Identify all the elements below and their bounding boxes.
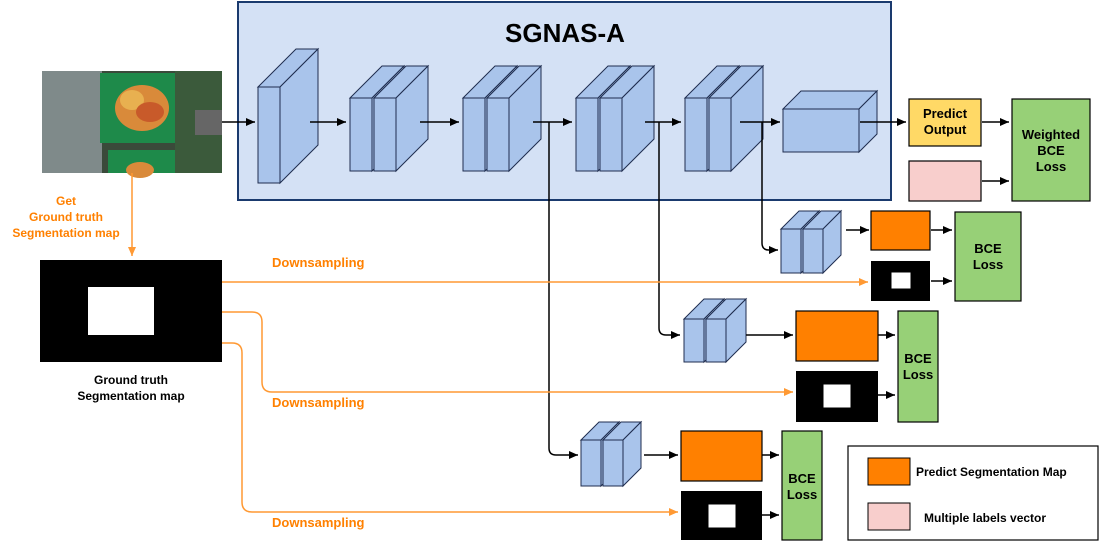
branch1-block-b [801, 209, 843, 275]
gt-caption-2: Segmentation map [77, 389, 184, 403]
encoder-block-5-b [707, 64, 765, 173]
legend-label-pred: Predict Segmentation Map [916, 465, 1067, 479]
branch3-gt-object [707, 503, 737, 529]
downsampling-label-2: Downsampling [272, 395, 365, 410]
branch1-bce-label-2: Loss [973, 257, 1003, 272]
labels-vector-box [908, 160, 982, 202]
encoder-block-4-b [598, 64, 656, 173]
branch3-block-b [601, 420, 643, 488]
get-gt-label-3: Segmentation map [12, 226, 119, 240]
sgnas-title: SGNAS-A [505, 18, 625, 48]
legend-swatch-pred [867, 457, 911, 486]
predict-output-label-1: Predict [923, 106, 968, 121]
downsampling-arrows [222, 278, 868, 516]
sgnas-container [237, 1, 892, 201]
branch1-bce-label-1: BCE [974, 241, 1002, 256]
branch2-pred-map [795, 310, 879, 362]
branch2-block-b [704, 297, 748, 364]
get-gt-label-1: Get [56, 194, 76, 208]
downsampling-label-3: Downsampling [272, 515, 365, 530]
gt-caption-1: Ground truth [94, 373, 168, 387]
input-image [42, 71, 222, 178]
legend: Predict Segmentation Map Multiple labels… [847, 445, 1099, 541]
weighted-bce-label-3: Loss [1036, 159, 1066, 174]
predict-output-box [908, 98, 982, 147]
encoder-block-2-b [372, 64, 430, 173]
branch3-bce-label-2: Loss [787, 487, 817, 502]
weighted-bce-label-1: Weighted [1022, 127, 1080, 142]
predict-output-label-2: Output [924, 122, 967, 137]
weighted-bce-label-2: BCE [1037, 143, 1065, 158]
branch2-bce-label-2: Loss [903, 367, 933, 382]
encoder-block-3-b [485, 64, 543, 173]
main-arrows [310, 118, 1009, 185]
branch1-bce-box [954, 211, 1022, 302]
legend-swatch-labels [867, 502, 911, 531]
branch3-bce-label-1: BCE [788, 471, 816, 486]
gt-map-object [88, 287, 154, 335]
get-gt-label-2: Ground truth [29, 210, 103, 224]
encoder-block-1 [256, 47, 320, 185]
branch2-gt-object [822, 383, 852, 409]
branch2-bce-box [897, 310, 939, 423]
branch1-pred-map [870, 210, 931, 251]
branch3-pred-map [680, 430, 763, 482]
legend-label-labels: Multiple labels vector [924, 511, 1046, 525]
weighted-bce-box [1011, 98, 1091, 202]
branch3-bce-box [781, 430, 823, 541]
branch-connectors [548, 122, 952, 519]
branch1-gt-object [890, 271, 912, 290]
branch2-bce-label-1: BCE [904, 351, 932, 366]
downsampling-label-1: Downsampling [272, 255, 365, 270]
